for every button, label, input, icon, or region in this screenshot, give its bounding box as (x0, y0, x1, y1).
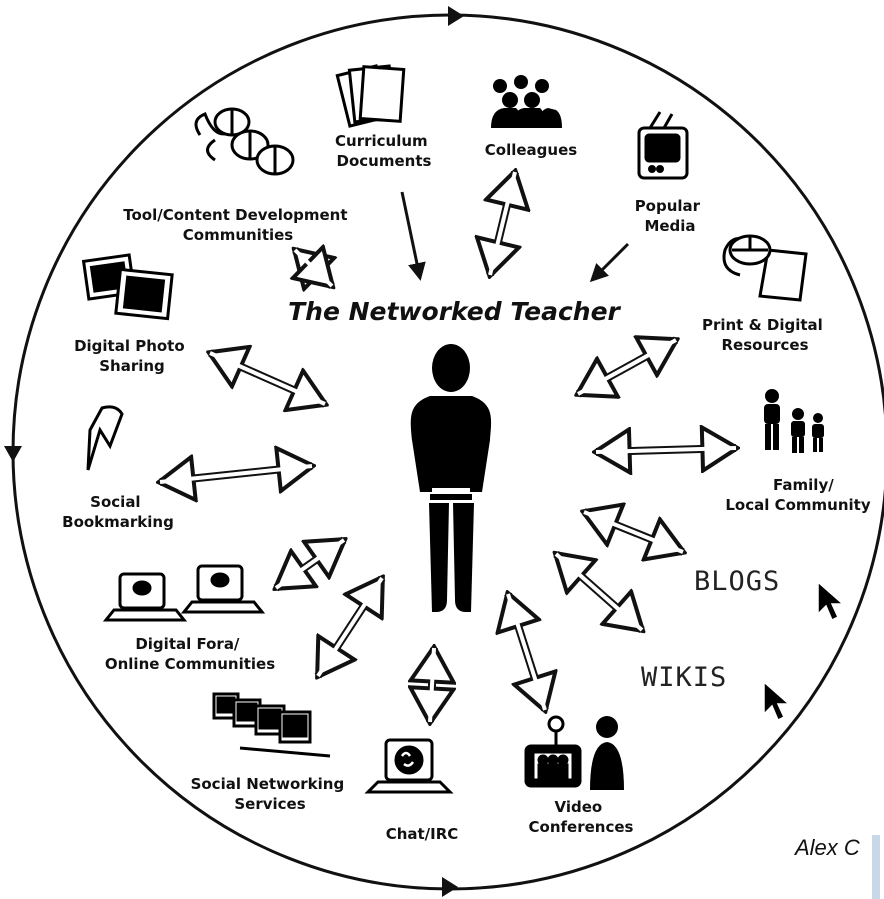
arrow-chat (430, 648, 434, 722)
label-curriculum: Curriculum Documents (335, 132, 433, 170)
bookmark-icon (86, 405, 124, 471)
label-popular-media: Popular Media (635, 197, 706, 235)
video-conference-icon (524, 715, 624, 790)
thought-bubbles-icon (194, 107, 295, 176)
computer-mouse-icon (722, 234, 808, 302)
connection-arrows (160, 172, 736, 722)
arrow-wikis (556, 554, 642, 630)
label-wikis: WIKIS (641, 662, 727, 693)
arrow-blogs (584, 512, 683, 552)
arrow-family (596, 448, 736, 452)
arrow-popular-media (589, 242, 630, 283)
documents-icon (335, 64, 406, 128)
photos-icon (81, 253, 174, 321)
label-fora: Digital Fora/ Online Communities (105, 635, 275, 673)
laptops-chat-icon (102, 564, 266, 622)
label-blogs: BLOGS (694, 566, 780, 597)
blogs-cursor-icon (817, 580, 845, 622)
arrow-bookmarking (160, 466, 312, 482)
television-icon (637, 111, 689, 180)
label-social-networking: Social Networking Services (191, 775, 350, 813)
label-chat: Chat/IRC (386, 825, 459, 843)
teacher-figure-icon (410, 344, 492, 612)
label-family: Family/ Local Community (725, 476, 870, 514)
monitors-row-icon (212, 692, 331, 758)
cycle-arrowhead-bottom (442, 877, 458, 897)
label-bookmarking: Social Bookmarking (62, 493, 174, 531)
label-video: Video Conferences (529, 798, 634, 836)
arrow-video (508, 594, 545, 710)
arrow-fora (276, 536, 344, 592)
author-credit: Alex C (793, 835, 860, 860)
label-tool-content: Tool/Content Development Communities (123, 206, 353, 244)
arrow-print-digital (578, 340, 676, 394)
cycle-arrowhead-left (4, 446, 22, 462)
arrow-curriculum (400, 191, 426, 281)
arrow-tool-content (295, 250, 332, 286)
arrow-photo-sharing (210, 353, 325, 404)
people-group-icon (491, 75, 562, 128)
chat-laptop-icon (364, 738, 454, 794)
cycle-arrowhead-top (448, 6, 464, 26)
family-icon (764, 389, 824, 453)
inward-arrows (400, 191, 630, 283)
credit-crop-bar (872, 835, 880, 899)
label-photo-sharing: Digital Photo Sharing (74, 337, 190, 375)
label-print-digital: Print & Digital Resources (702, 316, 828, 354)
diagram-title: The Networked Teacher (288, 297, 621, 326)
arrow-colleagues (490, 172, 515, 275)
label-colleagues: Colleagues (485, 141, 577, 159)
wikis-cursor-icon (763, 680, 791, 722)
arrow-social-networking (314, 578, 386, 676)
